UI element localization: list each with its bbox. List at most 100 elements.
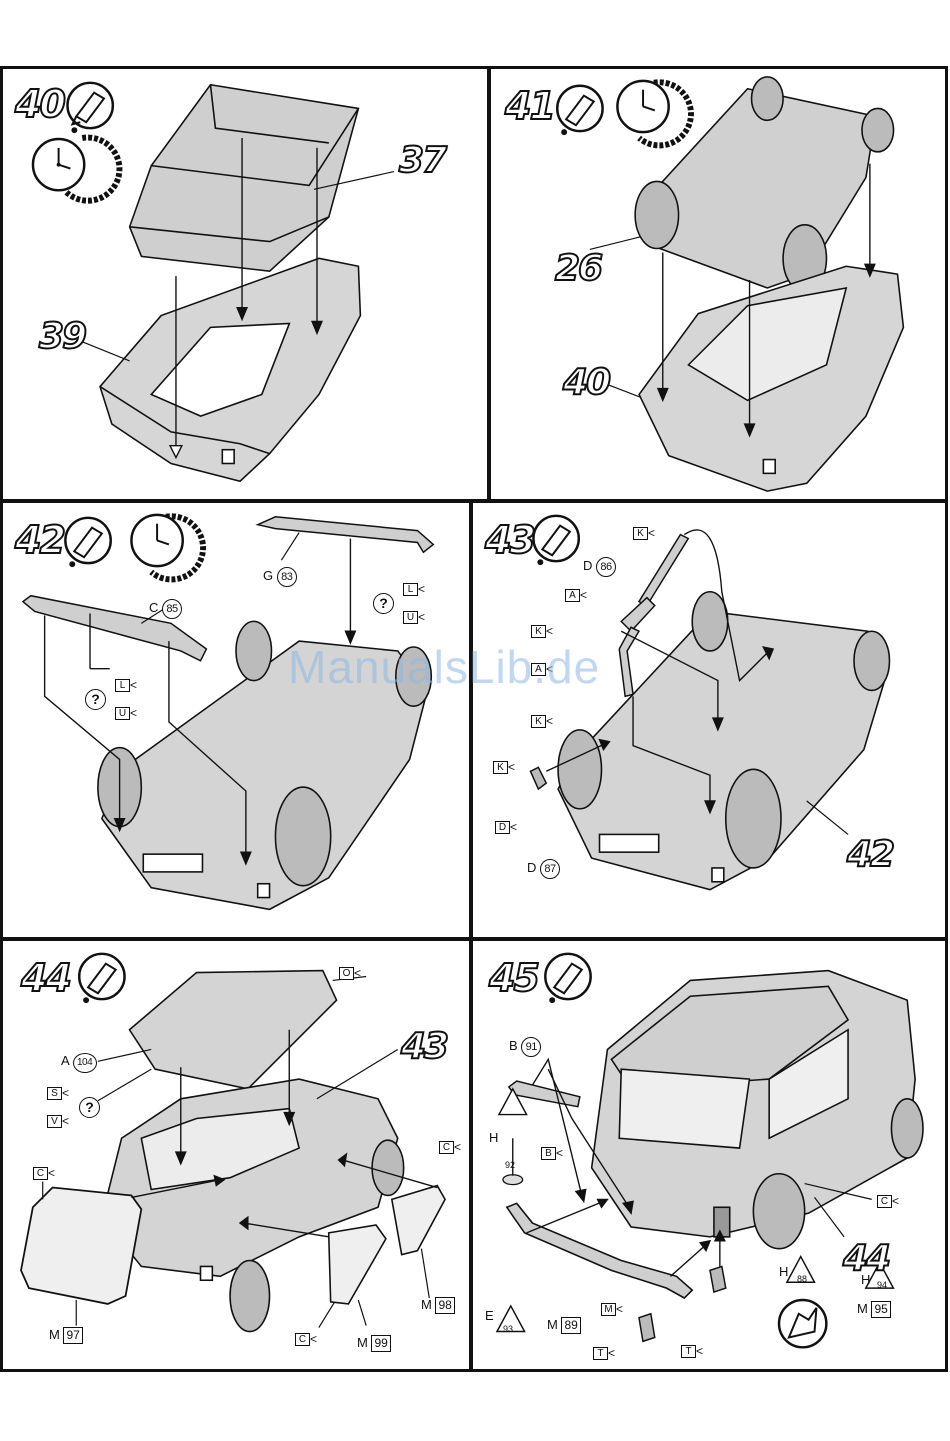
flag-v: V< bbox=[47, 1115, 73, 1127]
part-letter: B bbox=[509, 1038, 518, 1053]
flag-s: S< bbox=[47, 1087, 73, 1099]
part-ref-39: 39 bbox=[39, 319, 85, 355]
step-44-illustration bbox=[3, 941, 469, 1369]
part-label-c85: C 85 bbox=[149, 599, 182, 619]
car-body-part-43 bbox=[102, 1079, 404, 1331]
step-number: 43 bbox=[485, 521, 534, 559]
glue-icon bbox=[79, 954, 124, 1003]
part-label-h: H bbox=[489, 1131, 498, 1144]
rear-valance-part-83 bbox=[258, 517, 434, 553]
step-number: 41 bbox=[505, 87, 554, 125]
step-number: 45 bbox=[489, 959, 538, 997]
question-mark-icon: ? bbox=[85, 689, 106, 710]
flag-a: A< bbox=[565, 589, 591, 601]
roof-glass bbox=[129, 971, 336, 1089]
part-label-e: E bbox=[485, 1309, 494, 1322]
part-letter: G bbox=[263, 568, 273, 583]
flag-d: D< bbox=[495, 821, 521, 833]
flag-u-right: U< bbox=[403, 611, 429, 623]
part-letter: D bbox=[527, 860, 536, 875]
part-number-box: 89 bbox=[561, 1317, 580, 1334]
part-ref-40: 40 bbox=[563, 365, 609, 401]
rotate-view-icon bbox=[779, 1300, 826, 1347]
question-mark-icon: ? bbox=[373, 593, 394, 614]
body-part-40 bbox=[639, 266, 903, 491]
part-letter: M bbox=[857, 1301, 868, 1316]
clock-icon bbox=[617, 81, 691, 146]
part-label-g83: G 83 bbox=[263, 567, 297, 587]
part-number-circle: 87 bbox=[540, 859, 560, 879]
part-label-a104: A 104 bbox=[61, 1053, 97, 1073]
part-number-box: 98 bbox=[435, 1297, 454, 1314]
step-42-illustration bbox=[3, 503, 469, 937]
glue-icon bbox=[65, 518, 110, 567]
part-label-d86: D 86 bbox=[583, 557, 616, 577]
triangle-number-93: 93 bbox=[503, 1325, 513, 1334]
part-label-b91: B 91 bbox=[509, 1037, 541, 1057]
triangle-number-88: 88 bbox=[797, 1275, 807, 1284]
part-ref-26: 26 bbox=[555, 251, 601, 287]
flag-b: B< bbox=[541, 1147, 567, 1159]
flag-c: C< bbox=[877, 1195, 903, 1207]
part-letter: M bbox=[357, 1335, 368, 1350]
part-letter: C bbox=[149, 600, 158, 615]
triangle-number-92: 92 bbox=[505, 1161, 515, 1170]
part-number-circle: 85 bbox=[162, 599, 182, 619]
step-45-panel: 45 44 B 91 B< H 92 H 88 H 94 E 93 M 89 M… bbox=[470, 938, 948, 1372]
part-label-d87: D 87 bbox=[527, 859, 560, 879]
flag-k: K< bbox=[531, 715, 557, 727]
clock-icon bbox=[131, 515, 203, 580]
glue-icon bbox=[557, 86, 602, 135]
part-ref-37: 37 bbox=[399, 143, 445, 179]
roof-part-37 bbox=[130, 85, 359, 271]
flag-k: K< bbox=[493, 761, 519, 773]
tail-light-part-88 bbox=[710, 1266, 726, 1292]
step-43-panel: 43 42 K< D 86 A< K< A< K< K< D< D 87 bbox=[470, 500, 948, 940]
glue-icon bbox=[545, 954, 590, 1003]
side-window-part-99 bbox=[329, 1225, 386, 1304]
part-number-box: 95 bbox=[871, 1301, 890, 1318]
flag-k: K< bbox=[531, 625, 557, 637]
side-window-part-98 bbox=[392, 1186, 445, 1255]
part-ref-43: 43 bbox=[401, 1029, 447, 1065]
step-number: 40 bbox=[15, 85, 64, 123]
part-number-circle: 91 bbox=[521, 1037, 541, 1057]
part-number-box: 99 bbox=[371, 1335, 390, 1352]
step-40-illustration bbox=[3, 69, 487, 499]
part-letter: M bbox=[421, 1297, 432, 1312]
flag-c: C< bbox=[439, 1141, 465, 1153]
question-mark-icon: ? bbox=[79, 1097, 100, 1118]
part-label-h: H bbox=[779, 1265, 788, 1278]
part-label-m89: M 89 bbox=[547, 1317, 581, 1334]
part-number-circle: 104 bbox=[73, 1053, 97, 1073]
part-letter: M bbox=[547, 1317, 558, 1332]
part-89 bbox=[639, 1314, 655, 1342]
lens-part-92 bbox=[503, 1175, 523, 1185]
flag-u-left: U< bbox=[115, 707, 141, 719]
part-label-m98: M 98 bbox=[421, 1297, 455, 1314]
part-letter: M bbox=[49, 1327, 60, 1342]
part-ref-42: 42 bbox=[847, 837, 893, 873]
part-letter: A bbox=[61, 1053, 69, 1068]
flag-c: C< bbox=[33, 1167, 59, 1179]
part-label-h: H bbox=[861, 1273, 870, 1286]
flag-t: T< bbox=[681, 1345, 707, 1357]
part-number-circle: 86 bbox=[596, 557, 616, 577]
step-number: 44 bbox=[21, 959, 70, 997]
glue-icon bbox=[67, 83, 112, 133]
part-label-m97: M 97 bbox=[49, 1327, 83, 1344]
step-42-panel: 42 G 83 C 85 ? L< U< ? L< U< bbox=[0, 500, 472, 940]
flag-o: O< bbox=[339, 967, 365, 979]
flag-k: K< bbox=[633, 527, 659, 539]
exhaust-tip-part-87 bbox=[530, 767, 546, 789]
flag-m: M< bbox=[601, 1303, 627, 1315]
clock-icon bbox=[33, 138, 119, 201]
step-44-panel: 44 43 O< A 104 S< V< ? C< C< C< M 97 M 9… bbox=[0, 938, 472, 1372]
rear-window-part-97 bbox=[21, 1188, 141, 1304]
flag-t: T< bbox=[593, 1347, 619, 1359]
flag-l-right: L< bbox=[403, 583, 429, 595]
step-number: 42 bbox=[15, 521, 64, 559]
body-shell-part-39 bbox=[100, 258, 360, 481]
part-label-m95: M 95 bbox=[857, 1301, 891, 1318]
flag-l-left: L< bbox=[115, 679, 141, 691]
